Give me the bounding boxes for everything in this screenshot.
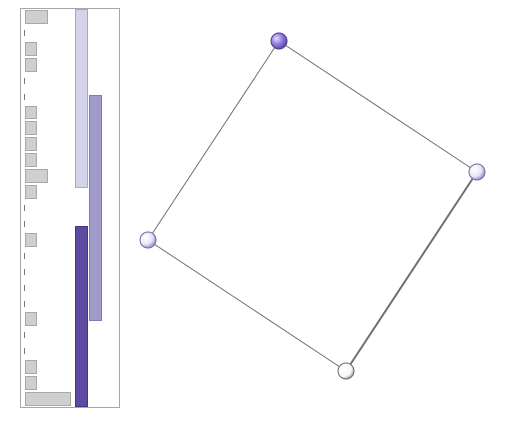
histogram-bar	[25, 185, 37, 200]
histogram-tick	[24, 205, 25, 211]
shape-edge-top-right[interactable]	[278, 40, 478, 173]
histogram-tick	[24, 29, 25, 36]
vertex-handle-top[interactable]	[270, 32, 288, 50]
histogram-bar	[25, 41, 37, 56]
histogram-bar	[25, 232, 37, 247]
range-bar-dark[interactable]	[75, 225, 88, 407]
range-bar-mid[interactable]	[89, 94, 102, 322]
vertex-handle-right[interactable]	[468, 163, 486, 181]
shape-edge-left-top[interactable]	[147, 40, 280, 241]
shape-edge-bottom-left[interactable]	[147, 239, 347, 372]
vertex-handle-left[interactable]	[139, 231, 157, 249]
histogram-bar	[25, 10, 48, 24]
histogram-tick	[24, 252, 25, 259]
histogram-bar	[25, 137, 37, 152]
histogram-bar	[25, 312, 37, 327]
histogram-bar	[25, 360, 37, 375]
histogram-tick	[24, 268, 25, 275]
histogram-tick	[24, 300, 25, 307]
histogram-bar	[25, 392, 71, 406]
histogram-tick	[24, 348, 25, 355]
histogram-tick	[24, 332, 25, 339]
histogram-bar	[25, 376, 37, 391]
histogram-tick	[24, 284, 25, 291]
histogram-panel	[20, 8, 120, 408]
histogram-bar	[25, 169, 48, 184]
vertex-handle-bottom[interactable]	[337, 362, 355, 380]
shape-edge-right-bottom[interactable]	[345, 171, 478, 372]
histogram-bar	[25, 121, 37, 136]
histogram-tick	[24, 93, 25, 100]
histogram-bar	[25, 105, 37, 120]
range-bar-light[interactable]	[75, 9, 88, 189]
histogram-bar	[25, 153, 37, 168]
histogram-tick	[24, 77, 25, 84]
histogram-bar	[25, 57, 37, 72]
histogram-tick	[24, 220, 25, 227]
